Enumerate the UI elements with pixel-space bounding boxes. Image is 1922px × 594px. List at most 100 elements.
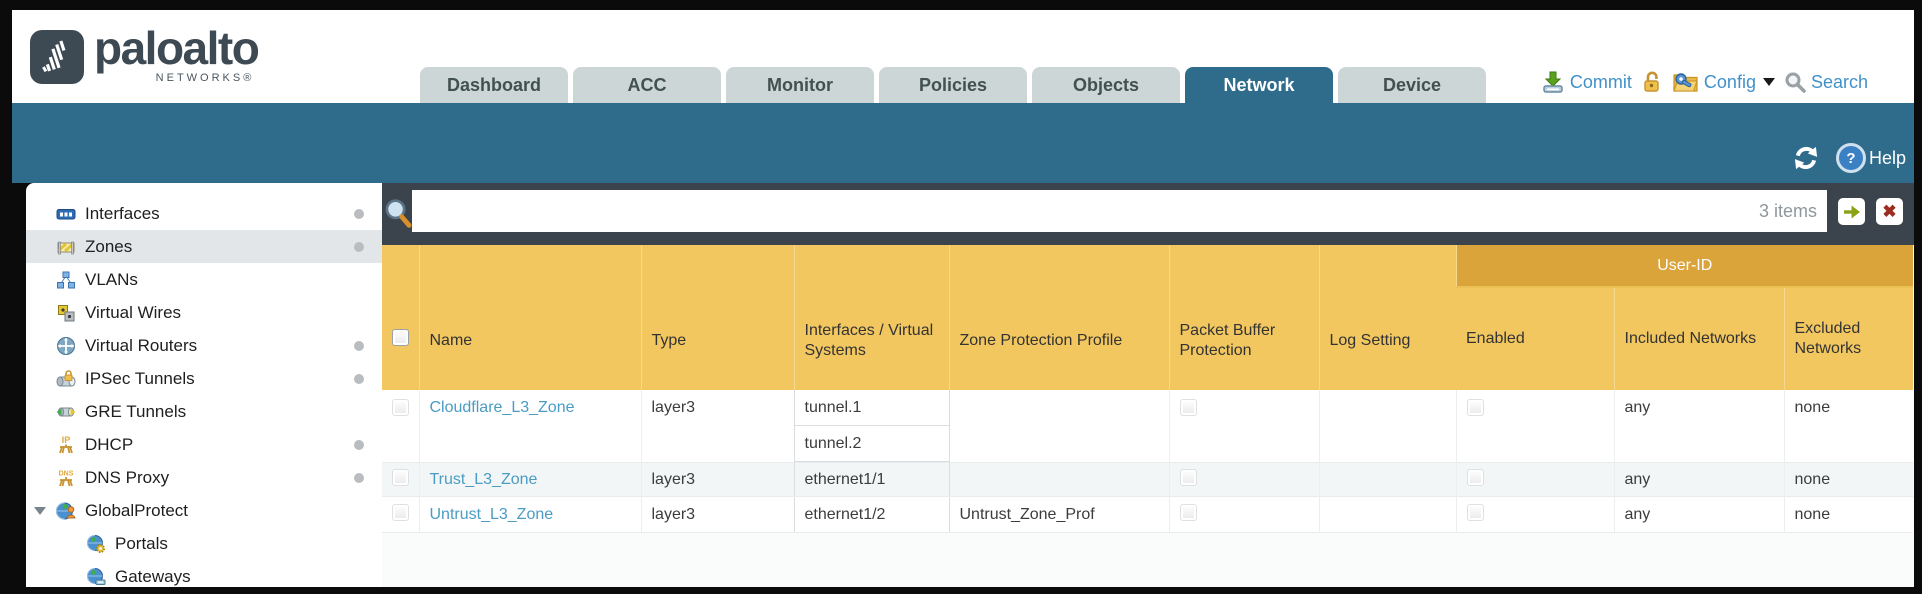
packet-buffer-cell	[1168, 390, 1319, 463]
sidebar-item-label: Zones	[85, 236, 133, 256]
logo-bars-icon	[42, 40, 66, 73]
clear-filter-button[interactable]: ✖	[1876, 198, 1903, 225]
dhcp-icon: IP	[59, 435, 73, 453]
commit-button[interactable]: Commit	[1541, 70, 1632, 94]
col-header-name[interactable]: Name	[418, 245, 641, 390]
excluded-networks-cell: none	[1783, 390, 1913, 463]
sidebar-item-ipsec-tunnels[interactable]: IPSec Tunnels	[26, 362, 382, 395]
log-setting-cell	[1318, 462, 1456, 497]
zone-type-cell: layer3	[640, 390, 794, 463]
col-header-interfaces[interactable]: Interfaces / Virtual Systems	[793, 245, 949, 390]
row-checkbox[interactable]	[392, 503, 409, 521]
tab-device[interactable]: Device	[1338, 67, 1486, 103]
ipsec-tunnels-icon	[56, 369, 76, 386]
network-sidebar: Interfaces Zones VLANs	[26, 183, 382, 587]
commit-icon	[1543, 71, 1563, 93]
virtual-wires-icon	[58, 304, 75, 321]
row-select-cell	[382, 496, 419, 533]
zone-name-link[interactable]: Trust_L3_Zone	[429, 470, 538, 488]
col-header-log-setting[interactable]: Log Setting	[1318, 245, 1456, 390]
lock-icon[interactable]	[1641, 70, 1663, 94]
userid-enabled-cell	[1455, 390, 1614, 463]
sidebar-item-label: Virtual Wires	[85, 302, 182, 322]
table-row: Untrust_L3_Zone layer3 ethernet1/2 Untru…	[382, 496, 1913, 533]
tab-acc[interactable]: ACC	[573, 67, 721, 103]
sidebar-item-label: Gateways	[115, 566, 191, 586]
row-select-cell	[382, 462, 419, 497]
sidebar-item-dhcp[interactable]: IP DHCP	[26, 428, 382, 461]
row-checkbox[interactable]	[392, 468, 409, 486]
tab-policies[interactable]: Policies	[879, 67, 1027, 103]
commit-label: Commit	[1569, 71, 1632, 92]
filter-toolbar: 3 items ✖	[382, 183, 1914, 245]
sidebar-item-label: Interfaces	[85, 203, 160, 223]
sidebar-item-zones[interactable]: Zones	[26, 230, 382, 263]
packet-buffer-checkbox[interactable]	[1179, 503, 1197, 521]
sidebar-item-virtual-wires[interactable]: Virtual Wires	[26, 296, 382, 329]
sidebar-item-dns-proxy[interactable]: DNS DNS Proxy	[26, 461, 382, 494]
paloalto-logo-icon	[30, 30, 84, 84]
col-header-enabled[interactable]: Enabled	[1456, 287, 1614, 390]
zone-name-cell: Untrust_L3_Zone	[418, 496, 641, 533]
select-all-checkbox[interactable]	[392, 329, 409, 346]
table-row: Trust_L3_Zone layer3 ethernet1/1 any non…	[382, 462, 1913, 497]
sidebar-item-virtual-routers[interactable]: Virtual Routers	[26, 329, 382, 362]
brand-subname: NETWORKS®	[155, 72, 255, 84]
status-dot	[354, 473, 364, 483]
zone-type-cell: layer3	[640, 462, 794, 497]
sidebar-item-globalprotect[interactable]: GlobalProtect	[26, 494, 382, 527]
log-setting-cell	[1318, 496, 1456, 533]
tab-monitor[interactable]: Monitor	[726, 67, 874, 103]
sidebar-item-vlans[interactable]: VLANs	[26, 263, 382, 296]
items-count: 3 items	[1758, 200, 1817, 221]
vlans-icon	[57, 271, 75, 288]
sidebar-item-portals[interactable]: Portals	[26, 527, 382, 560]
col-header-zone-protection-profile[interactable]: Zone Protection Profile	[948, 245, 1169, 390]
userid-enabled-checkbox[interactable]	[1466, 503, 1484, 521]
config-menu[interactable]: Config	[1672, 70, 1775, 94]
refresh-icon[interactable]	[1792, 144, 1820, 172]
zone-protection-cell	[948, 462, 1169, 497]
table-row: Cloudflare_L3_Zone layer3 tunnel.1 tunne…	[382, 390, 1913, 463]
userid-enabled-checkbox[interactable]	[1466, 468, 1484, 486]
apply-filter-button[interactable]	[1838, 198, 1865, 225]
sidebar-item-gre-tunnels[interactable]: GRE Tunnels	[26, 395, 382, 428]
filter-search-icon	[385, 199, 412, 228]
group-header-user-id: User-ID	[1455, 245, 1913, 288]
packet-buffer-checkbox[interactable]	[1179, 399, 1197, 416]
col-header-excluded-networks[interactable]: Excluded Networks	[1783, 287, 1913, 390]
packet-buffer-checkbox[interactable]	[1179, 468, 1197, 486]
tab-network[interactable]: Network	[1185, 67, 1333, 103]
userid-enabled-cell	[1455, 462, 1614, 497]
search-label: Search	[1810, 71, 1868, 92]
userid-enabled-checkbox[interactable]	[1466, 399, 1484, 416]
expand-triangle-icon[interactable]	[34, 507, 46, 515]
tab-objects[interactable]: Objects	[1032, 67, 1180, 103]
paloalto-logo: paloalto NETWORKS®	[30, 22, 260, 84]
virtual-routers-icon	[57, 336, 75, 355]
sidebar-item-gateways[interactable]: Gateways	[26, 560, 382, 587]
main-nav-tabs: Dashboard ACC Monitor Policies Objects N…	[420, 67, 1486, 103]
sidebar-item-label: DHCP	[85, 434, 134, 454]
row-checkbox[interactable]	[392, 399, 409, 416]
help-button[interactable]: ? Help	[1835, 143, 1906, 173]
sidebar-item-label: Portals	[115, 533, 168, 553]
userid-enabled-cell	[1455, 496, 1614, 533]
svg-text:IP: IP	[62, 435, 71, 445]
brand-wordmark: paloalto	[94, 22, 260, 74]
tab-dashboard[interactable]: Dashboard	[420, 67, 568, 103]
col-header-type[interactable]: Type	[640, 245, 794, 390]
zone-name-link[interactable]: Untrust_L3_Zone	[429, 505, 554, 523]
col-header-included-networks[interactable]: Included Networks	[1613, 287, 1784, 390]
col-header-packet-buffer-protection[interactable]: Packet Buffer Protection	[1168, 245, 1319, 390]
sidebar-item-interfaces[interactable]: Interfaces	[26, 197, 382, 230]
interfaces-cell: ethernet1/1	[793, 462, 950, 497]
packet-buffer-cell	[1168, 462, 1319, 497]
clear-x-icon: ✖	[1882, 202, 1897, 221]
global-search-button[interactable]: Search	[1784, 71, 1868, 93]
status-dot	[354, 209, 364, 219]
filter-input[interactable]	[412, 190, 1759, 232]
status-dot	[354, 374, 364, 384]
help-icon: ?	[1835, 143, 1866, 173]
zone-name-link[interactable]: Cloudflare_L3_Zone	[429, 399, 575, 416]
